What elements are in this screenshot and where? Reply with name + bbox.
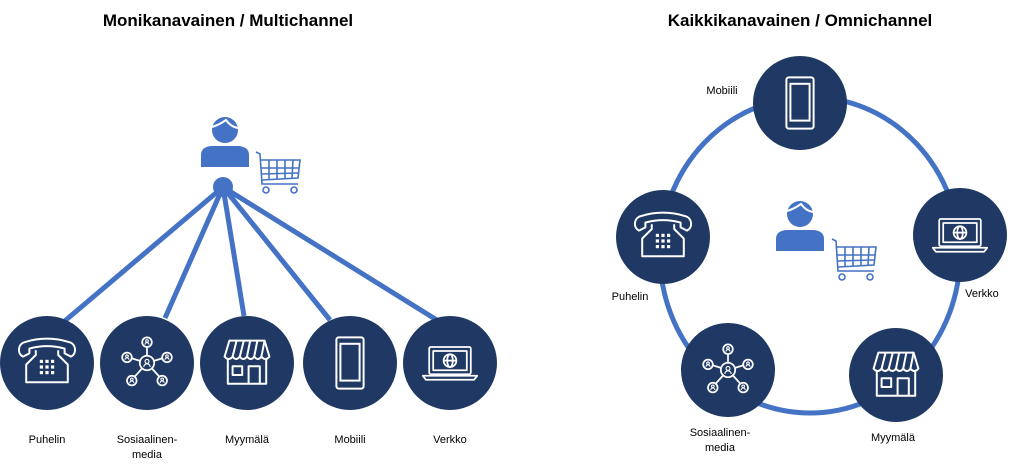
omnichannel-node-mobile: Mobiili <box>706 56 847 150</box>
multichannel-node-web: Verkko <box>403 316 497 446</box>
omnichannel-title: Kaikkikanavainen / Omnichannel <box>668 11 933 30</box>
svg-text:Sosiaalinen-: Sosiaalinen- <box>117 434 178 446</box>
svg-text:Puhelin: Puhelin <box>29 434 66 446</box>
multichannel-title: Monikanavainen / Multichannel <box>103 11 353 30</box>
omnichannel-node-web: Verkko <box>913 188 1007 300</box>
svg-text:Mobiili: Mobiili <box>334 434 365 446</box>
connector-line <box>220 186 247 317</box>
connector-line <box>221 184 442 325</box>
svg-text:media: media <box>132 449 163 461</box>
customer-icon <box>775 200 825 252</box>
shopping-cart-icon <box>831 238 877 281</box>
omnichannel-node-social: Sosiaalinen- media <box>681 323 775 454</box>
multichannel-node-mobile: Mobiili <box>303 316 397 446</box>
omnichannel-node-store: Myymälä <box>849 328 943 444</box>
connector-line <box>221 185 332 322</box>
customer-icon <box>200 116 250 168</box>
shopping-cart-icon <box>255 151 301 194</box>
multichannel-node-phone: Puhelin <box>0 316 94 446</box>
svg-text:Puhelin: Puhelin <box>612 291 649 303</box>
svg-text:Verkko: Verkko <box>965 288 999 300</box>
multichannel-connectors <box>58 184 442 327</box>
connector-line <box>162 185 226 320</box>
omnichannel-node-phone: Puhelin <box>612 190 710 303</box>
svg-text:Sosiaalinen-: Sosiaalinen- <box>690 427 751 439</box>
svg-text:media: media <box>705 442 736 454</box>
multichannel-node-store: Myymälä <box>200 316 294 446</box>
svg-text:Myymälä: Myymälä <box>225 434 270 446</box>
svg-text:Mobiili: Mobiili <box>706 85 737 97</box>
connector-line <box>58 185 225 327</box>
hub-dot <box>213 177 233 197</box>
svg-text:Verkko: Verkko <box>433 434 467 446</box>
svg-text:Myymälä: Myymälä <box>871 432 916 444</box>
multichannel-node-social: Sosiaalinen- media <box>100 316 194 461</box>
